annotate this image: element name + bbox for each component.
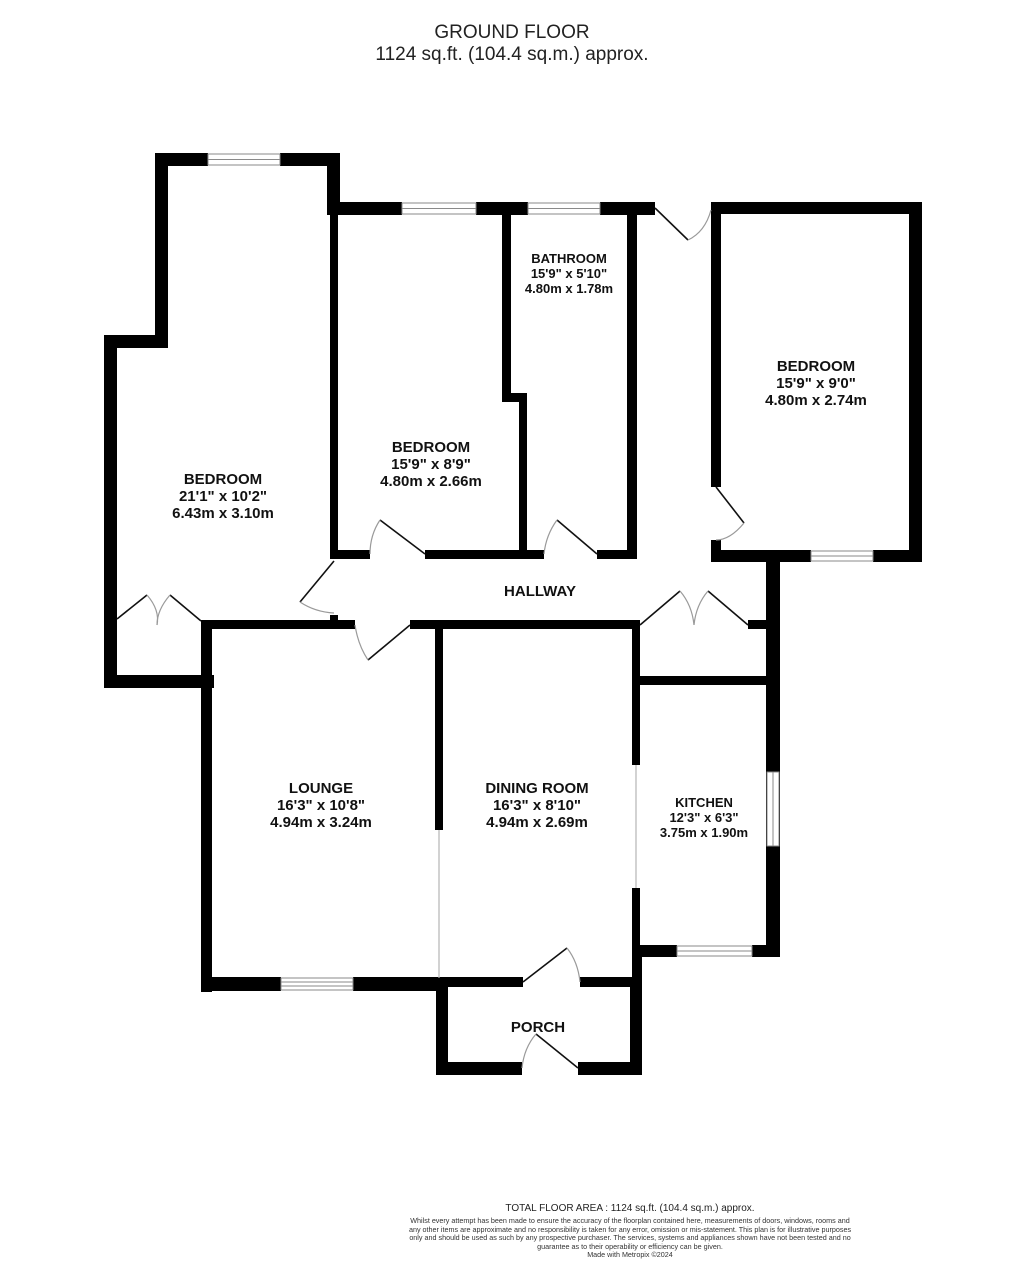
room-dimensions-metric: 6.43m x 3.10m	[172, 505, 274, 522]
room-hallway: HALLWAY	[504, 583, 576, 600]
room-dimensions-imperial: 15'9" x 9'0"	[776, 375, 856, 392]
room-dimensions-imperial: 21'1" x 10'2"	[178, 488, 268, 505]
room-dimensions-metric: 3.75m x 1.90m	[659, 825, 749, 840]
room-dimensions-metric: 4.94m x 3.24m	[270, 814, 372, 831]
windows	[207, 153, 874, 991]
room-dimensions-metric: 4.80m x 1.78m	[524, 281, 614, 296]
room-dimensions-imperial: 15'9" x 8'9"	[391, 456, 471, 473]
room-name: BEDROOM	[776, 358, 856, 375]
room-name: KITCHEN	[675, 795, 733, 810]
room-dimensions-imperial: 16'3" x 10'8"	[276, 797, 366, 814]
doors	[116, 207, 749, 1069]
floor-area-subtitle: 1124 sq.ft. (104.4 sq.m.) approx.	[375, 44, 649, 65]
room-name: BEDROOM	[391, 439, 471, 456]
floor-title: GROUND FLOOR	[434, 22, 590, 43]
room-dimensions-metric: 4.94m x 2.69m	[486, 814, 588, 831]
room-bedroom-1: BEDROOM 21'1" x 10'2" 6.43m x 3.10m	[172, 471, 274, 522]
room-bedroom-2: BEDROOM 15'9" x 8'9" 4.80m x 2.66m	[380, 439, 482, 490]
total-floor-area: TOTAL FLOOR AREA : 1124 sq.ft. (104.4 sq…	[505, 1203, 755, 1214]
room-dimensions-imperial: 12'3" x 6'3"	[669, 810, 739, 825]
disclaimer-text: Whilst every attempt has been made to en…	[408, 1216, 852, 1251]
room-porch: PORCH	[511, 1019, 565, 1036]
room-dimensions-metric: 4.80m x 2.74m	[765, 392, 867, 409]
room-lounge: LOUNGE 16'3" x 10'8" 4.94m x 3.24m	[270, 780, 372, 831]
floorplan-header: GROUND FLOOR 1124 sq.ft. (104.4 sq.m.) a…	[0, 22, 1024, 66]
credit-text: Made with Metropix ©2024	[587, 1250, 673, 1259]
room-dimensions-imperial: 16'3" x 8'10"	[492, 797, 582, 814]
room-name: DINING ROOM	[485, 780, 589, 797]
room-name: HALLWAY	[504, 583, 576, 600]
room-dining-room: DINING ROOM 16'3" x 8'10" 4.94m x 2.69m	[485, 780, 588, 831]
room-kitchen: KITCHEN 12'3" x 6'3" 3.75m x 1.90m	[660, 795, 748, 840]
room-name: BATHROOM	[531, 251, 607, 266]
room-name: BEDROOM	[183, 471, 263, 488]
floorplan-footer: TOTAL FLOOR AREA : 1124 sq.ft. (104.4 sq…	[405, 1203, 855, 1260]
room-dimensions-imperial: 15'9" x 5'10"	[530, 266, 608, 281]
room-bathroom: BATHROOM 15'9" x 5'10" 4.80m x 1.78m	[525, 251, 613, 296]
room-dimensions-metric: 4.80m x 2.66m	[380, 473, 482, 490]
open-partitions	[438, 765, 637, 978]
walls	[104, 153, 922, 1075]
room-name: LOUNGE	[288, 780, 354, 797]
room-name: PORCH	[510, 1019, 566, 1036]
room-bedroom-3: BEDROOM 15'9" x 9'0" 4.80m x 2.74m	[765, 358, 867, 409]
